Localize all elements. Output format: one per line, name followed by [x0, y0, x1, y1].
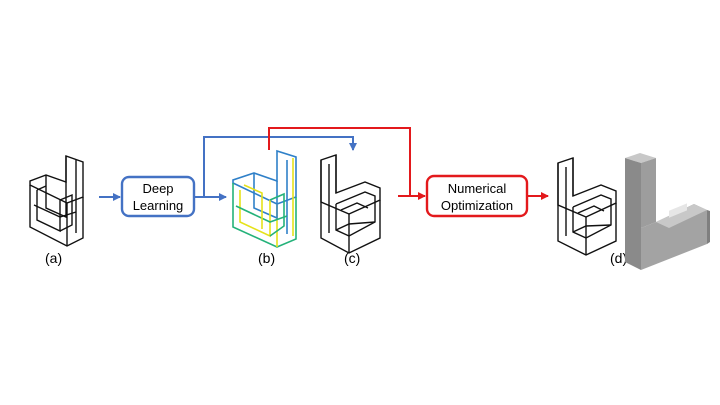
label-b: (b) [258, 250, 275, 266]
label-d: (d) [610, 250, 627, 266]
solid-model-d [625, 153, 710, 270]
label-a: (a) [45, 250, 62, 266]
wireframe-c [320, 154, 381, 254]
label-c: (c) [344, 250, 360, 266]
deep-learning-line2: Learning [133, 198, 184, 213]
wireframe-d [557, 157, 617, 256]
numerical-optimization-line1: Numerical [448, 181, 507, 196]
wireframe-a [29, 155, 84, 247]
arrow-dl-to-c [203, 136, 357, 197]
deep-learning-line1: Deep [142, 181, 173, 196]
red-path-b-to-opt [268, 127, 411, 196]
wireframe-b [232, 149, 297, 248]
deep-learning-box: Deep Learning [120, 175, 196, 218]
numerical-optimization-box: Numerical Optimization [425, 174, 529, 218]
numerical-optimization-line2: Optimization [441, 198, 513, 213]
